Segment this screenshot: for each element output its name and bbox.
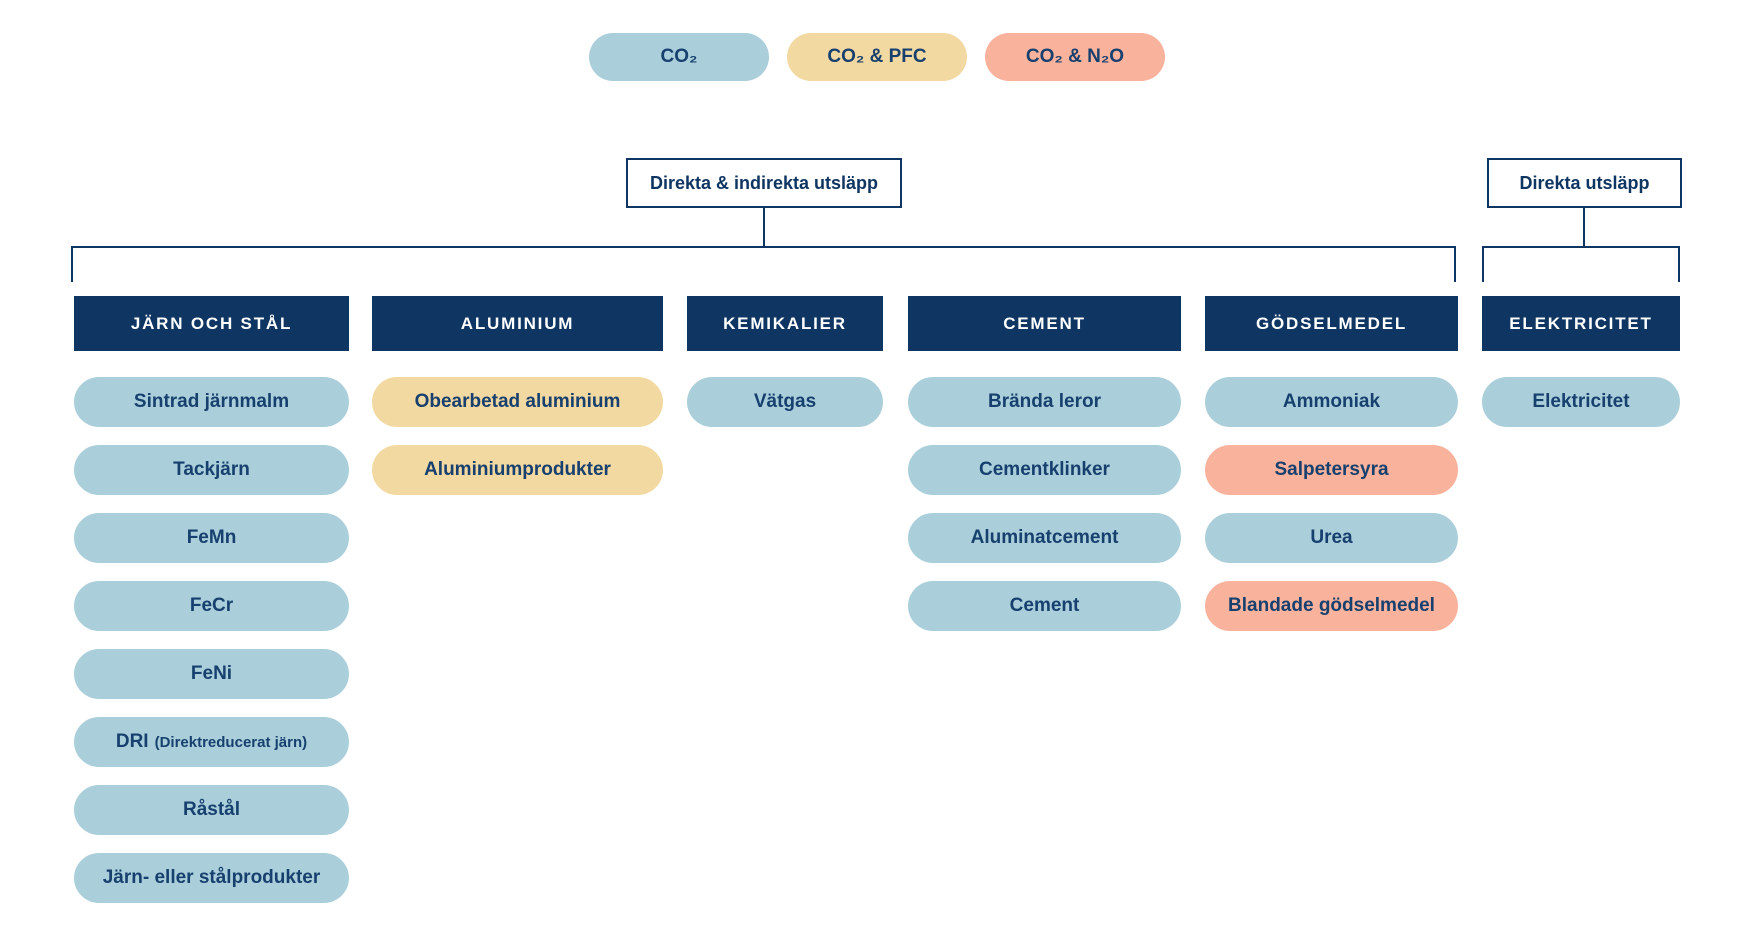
column-pills: Elektricitet — [1482, 377, 1680, 427]
category-pill: Salpetersyra — [1205, 445, 1458, 495]
legend-pill-co2_n2o: CO₂ & N₂O — [985, 33, 1165, 81]
pill-label: Brända leror — [988, 391, 1101, 412]
pill-label: Cementklinker — [979, 459, 1110, 480]
pill-label: Vätgas — [753, 391, 817, 412]
category-pill: Råstål — [74, 785, 349, 835]
bracket-direct-indirect — [71, 246, 1456, 282]
bracket-direct — [1482, 246, 1680, 282]
pill-label: Blandade gödselmedel — [1228, 595, 1435, 616]
category-pill: Elektricitet — [1482, 377, 1680, 427]
scope-box-direct: Direkta utsläpp — [1487, 158, 1682, 208]
category-pill: Blandade gödselmedel — [1205, 581, 1458, 631]
column-header: KEMIKALIER — [687, 296, 883, 351]
category-pill: Brända leror — [908, 377, 1181, 427]
category-pill: Järn- eller stålprodukter — [74, 853, 349, 903]
column: KEMIKALIER Vätgas — [687, 296, 883, 427]
column: ELEKTRICITET Elektricitet — [1482, 296, 1680, 427]
category-pill: Cementklinker — [908, 445, 1181, 495]
category-pill: Tackjärn — [74, 445, 349, 495]
scope-label: Direkta utsläpp — [1519, 172, 1650, 193]
pill-label: Sintrad järnmalm — [133, 391, 290, 412]
scope-box-direct-indirect: Direkta & indirekta utsläpp — [626, 158, 902, 208]
pill-label: Aluminatcement — [970, 527, 1119, 548]
pill-label: Ammoniak — [1282, 391, 1381, 412]
category-pill: Vätgas — [687, 377, 883, 427]
category-pill: Obearbetad aluminium — [372, 377, 663, 427]
scope-label: Direkta & indirekta utsläpp — [649, 172, 879, 193]
pill-label: Tackjärn — [173, 459, 250, 480]
gas-legend: CO₂ CO₂ & PFC CO₂ & N₂O — [0, 33, 1754, 81]
pill-label: Järn- eller stålprodukter — [102, 867, 321, 888]
column-header: GÖDSELMEDEL — [1205, 296, 1458, 351]
pill-label: DRI — [115, 731, 149, 752]
category-pill: Sintrad järnmalm — [74, 377, 349, 427]
pill-label: FeNi — [190, 663, 233, 684]
pill-label: Salpetersyra — [1274, 459, 1389, 480]
legend-pill-co2_pfc: CO₂ & PFC — [787, 33, 967, 81]
category-pill: FeNi — [74, 649, 349, 699]
category-pill: Urea — [1205, 513, 1458, 563]
pill-label-suffix: (Direktreducerat järn) — [154, 733, 308, 751]
column-pills: Vätgas — [687, 377, 883, 427]
pill-label: Råstål — [182, 799, 241, 820]
category-pill: FeCr — [74, 581, 349, 631]
pill-label: Obearbetad aluminium — [414, 391, 621, 412]
pill-label: FeMn — [186, 527, 237, 548]
column-header: CEMENT — [908, 296, 1181, 351]
column-header: ELEKTRICITET — [1482, 296, 1680, 351]
column-header: ALUMINIUM — [372, 296, 663, 351]
pill-label: Aluminiumprodukter — [424, 459, 611, 480]
legend-pill-co2: CO₂ — [589, 33, 769, 81]
pill-label: Cement — [1009, 595, 1080, 616]
category-pill: Cement — [908, 581, 1181, 631]
pill-label: Elektricitet — [1532, 391, 1630, 412]
column-header: JÄRN OCH STÅL — [74, 296, 349, 351]
category-pill: Ammoniak — [1205, 377, 1458, 427]
category-pill: DRI (Direktreducerat järn) — [74, 717, 349, 767]
category-pill: Aluminiumprodukter — [372, 445, 663, 495]
pill-label: Urea — [1310, 527, 1353, 548]
pill-label: FeCr — [189, 595, 234, 616]
category-pill: FeMn — [74, 513, 349, 563]
category-pill: Aluminatcement — [908, 513, 1181, 563]
